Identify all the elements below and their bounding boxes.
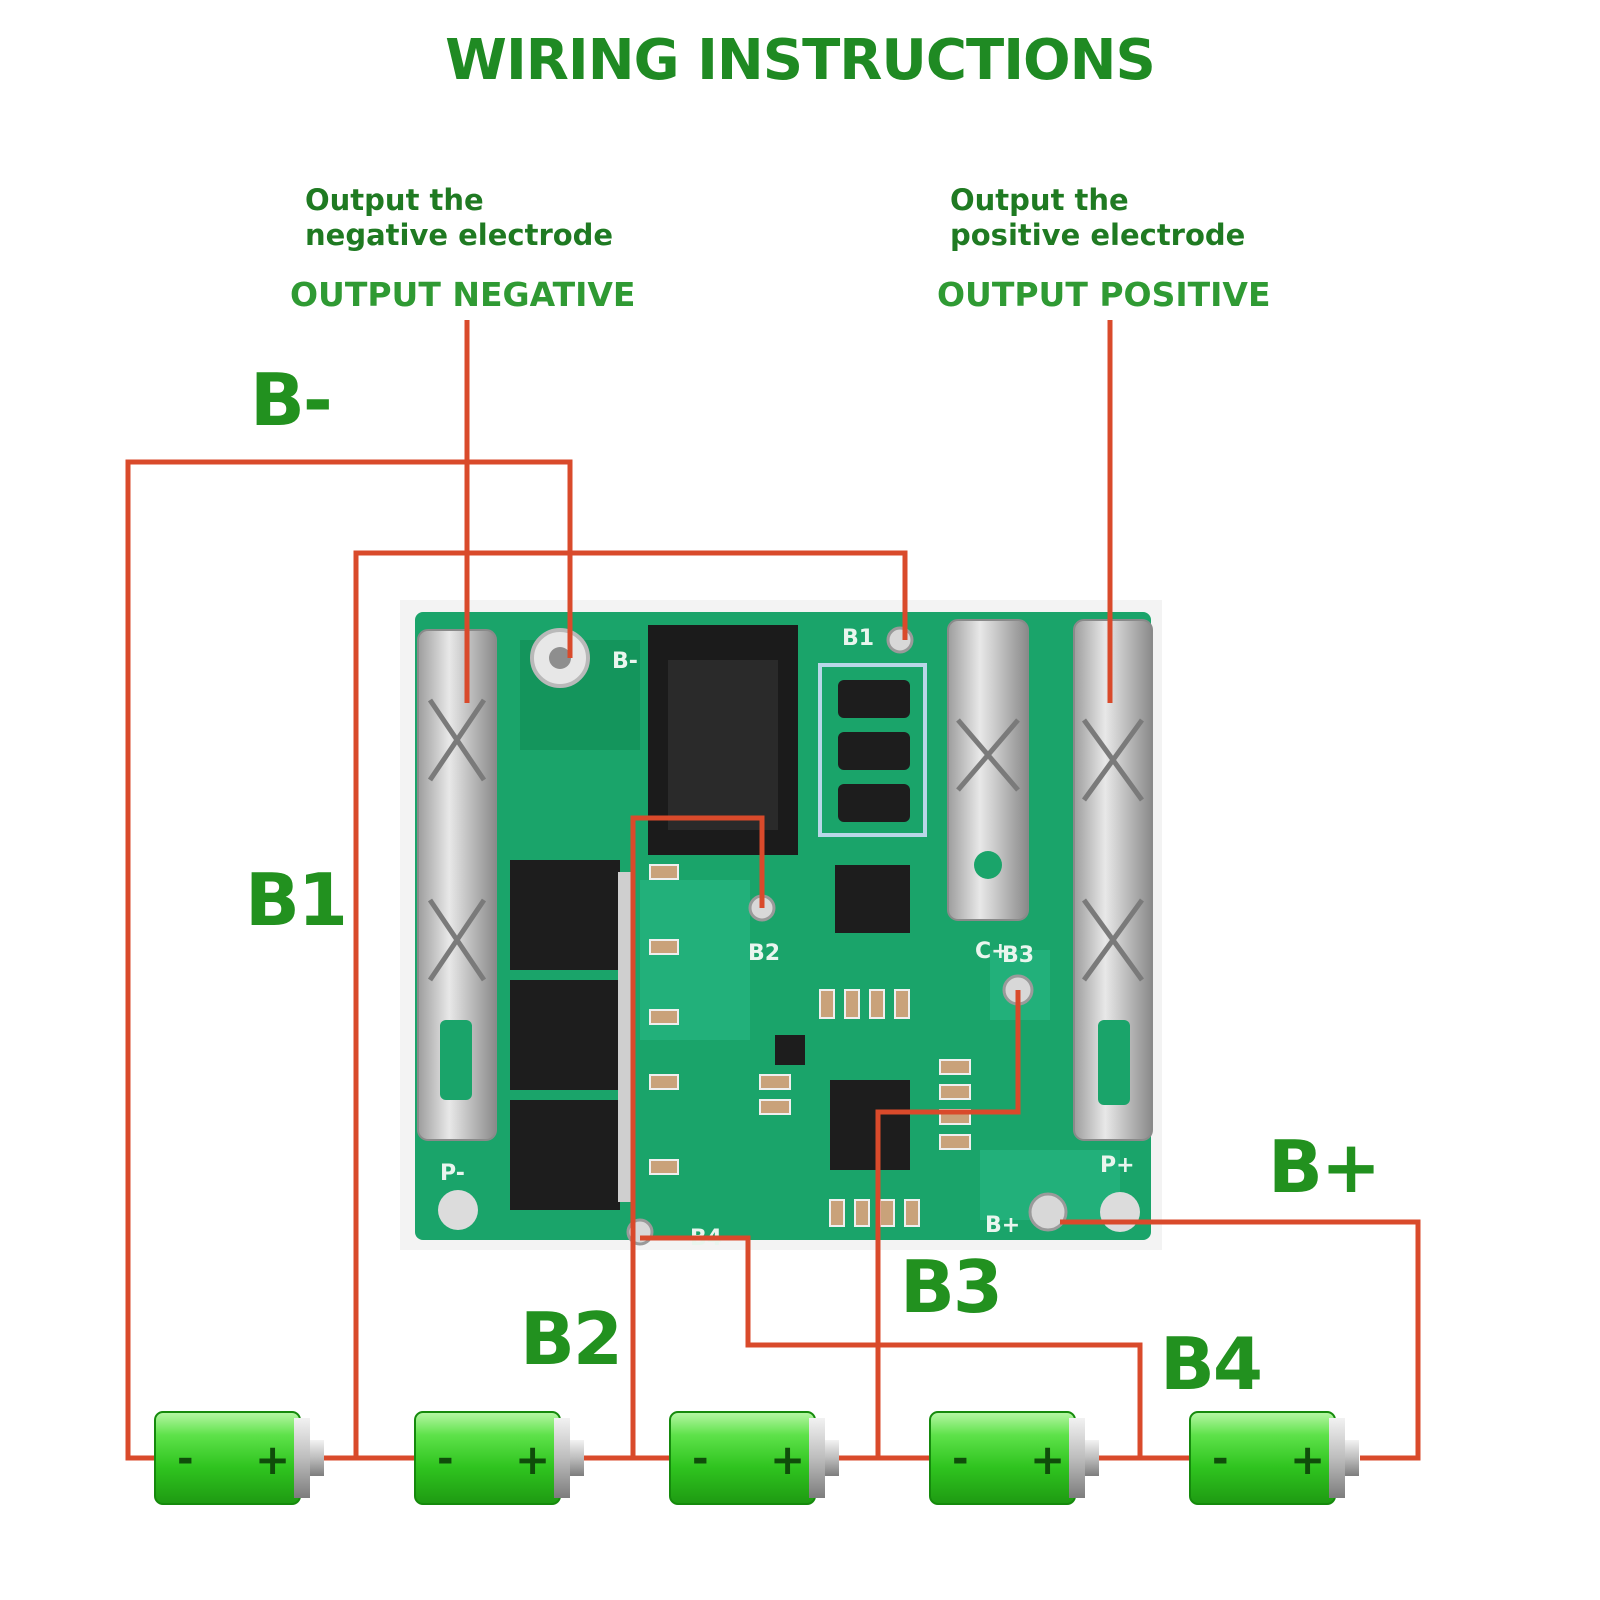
mounting-hole [438, 1190, 478, 1230]
battery-positive-sign: + [1030, 1435, 1065, 1484]
b2-label: B2 [520, 1297, 623, 1381]
silk-b3: B3 [1002, 943, 1034, 968]
mosfet-array [510, 860, 634, 1210]
wire-b-plus [1060, 1219, 1421, 1461]
wire-b3 [875, 990, 1021, 1458]
page-title: WIRING INSTRUCTIONS [445, 28, 1156, 93]
battery-negative-sign: - [952, 1436, 969, 1482]
silk-p-minus: P- [440, 1161, 465, 1186]
battery-negative-sign: - [437, 1436, 454, 1482]
silk-b-minus: B- [612, 649, 638, 674]
battery-positive-sign: + [770, 1435, 805, 1484]
clip-spring [427, 698, 487, 982]
black-connector-body [668, 660, 778, 830]
b-minus-label: B- [250, 358, 333, 442]
battery-cell: -+ [414, 1411, 584, 1505]
wire-b2 [630, 815, 765, 1458]
b-minus-pad-hole [549, 647, 571, 669]
silk-b-plus: B+ [985, 1213, 1020, 1238]
wire-b4 [640, 1235, 1143, 1458]
positive-description-line1: Output the [950, 183, 1129, 217]
wires [125, 320, 1421, 1461]
b4-label: B4 [1160, 1322, 1263, 1406]
battery-positive-sign: + [515, 1435, 550, 1484]
positive-output-description: Output the positive electrode [950, 183, 1245, 253]
p-minus-clip [417, 629, 497, 1141]
battery-row: -+-+-+-+-+ [154, 1411, 1359, 1505]
mounting-hole [1100, 1192, 1140, 1232]
battery-negative-sign: - [177, 1436, 194, 1482]
p-plus-clip [1073, 619, 1153, 1141]
bms-pcb: B- B1 B2 B3 C+ B4 B+ P- P+ [400, 600, 1162, 1251]
diode [838, 680, 910, 718]
battery-cap [1329, 1418, 1345, 1498]
b-plus-pad [1028, 1192, 1068, 1232]
battery-cell: -+ [1189, 1411, 1359, 1505]
battery-terminal [1085, 1440, 1099, 1476]
battery-terminal [825, 1440, 839, 1476]
b1-pad [886, 626, 914, 654]
c-plus-clip [947, 619, 1029, 921]
silk-p-plus: P+ [1100, 1153, 1135, 1178]
smd-components [649, 864, 971, 1227]
diode [838, 784, 910, 822]
silk-c-plus: C+ [975, 939, 1010, 964]
silk-b1: B1 [842, 626, 874, 651]
ic-chip [830, 1080, 910, 1170]
battery-terminal [310, 1440, 324, 1476]
diode [838, 732, 910, 770]
negative-description-line1: Output the [305, 183, 484, 217]
positive-description-line2: positive electrode [950, 218, 1246, 252]
b3-label: B3 [900, 1245, 1003, 1329]
negative-output-description: Output the negative electrode [305, 183, 613, 253]
battery-cell: -+ [929, 1411, 1099, 1505]
b-plus-label: B+ [1268, 1125, 1381, 1209]
wire-b1 [353, 550, 908, 1458]
b1-label: B1 [245, 858, 348, 942]
mosfet [510, 1100, 620, 1210]
battery-positive-sign: + [1290, 1435, 1325, 1484]
battery-cap [1069, 1418, 1085, 1498]
clip-spring [1081, 718, 1145, 982]
clip-hole [974, 851, 1002, 879]
battery-cap [809, 1418, 825, 1498]
mosfet [510, 860, 620, 970]
battery-negative-sign: - [692, 1436, 709, 1482]
battery-terminal [1345, 1440, 1359, 1476]
wire-b-minus [125, 459, 573, 1461]
battery-cell: -+ [154, 1411, 324, 1505]
battery-positive-sign: + [255, 1435, 290, 1484]
battery-negative-sign: - [1212, 1436, 1229, 1482]
ic-chip [835, 865, 910, 933]
silk-b2: B2 [748, 941, 780, 966]
battery-terminal [570, 1440, 584, 1476]
battery-cap [294, 1418, 310, 1498]
negative-description-line2: negative electrode [305, 218, 614, 252]
clip-slot [440, 1020, 472, 1100]
clip-slot [1098, 1020, 1130, 1105]
output-negative-label: OUTPUT NEGATIVE [290, 275, 636, 314]
clip-spring [956, 718, 1020, 792]
mosfet-tab [618, 872, 634, 1202]
output-positive-label: OUTPUT POSITIVE [937, 275, 1271, 314]
battery-cap [554, 1418, 570, 1498]
mosfet [510, 980, 620, 1090]
transistor [775, 1035, 805, 1065]
battery-cell: -+ [669, 1411, 839, 1505]
diode-array [818, 663, 927, 837]
